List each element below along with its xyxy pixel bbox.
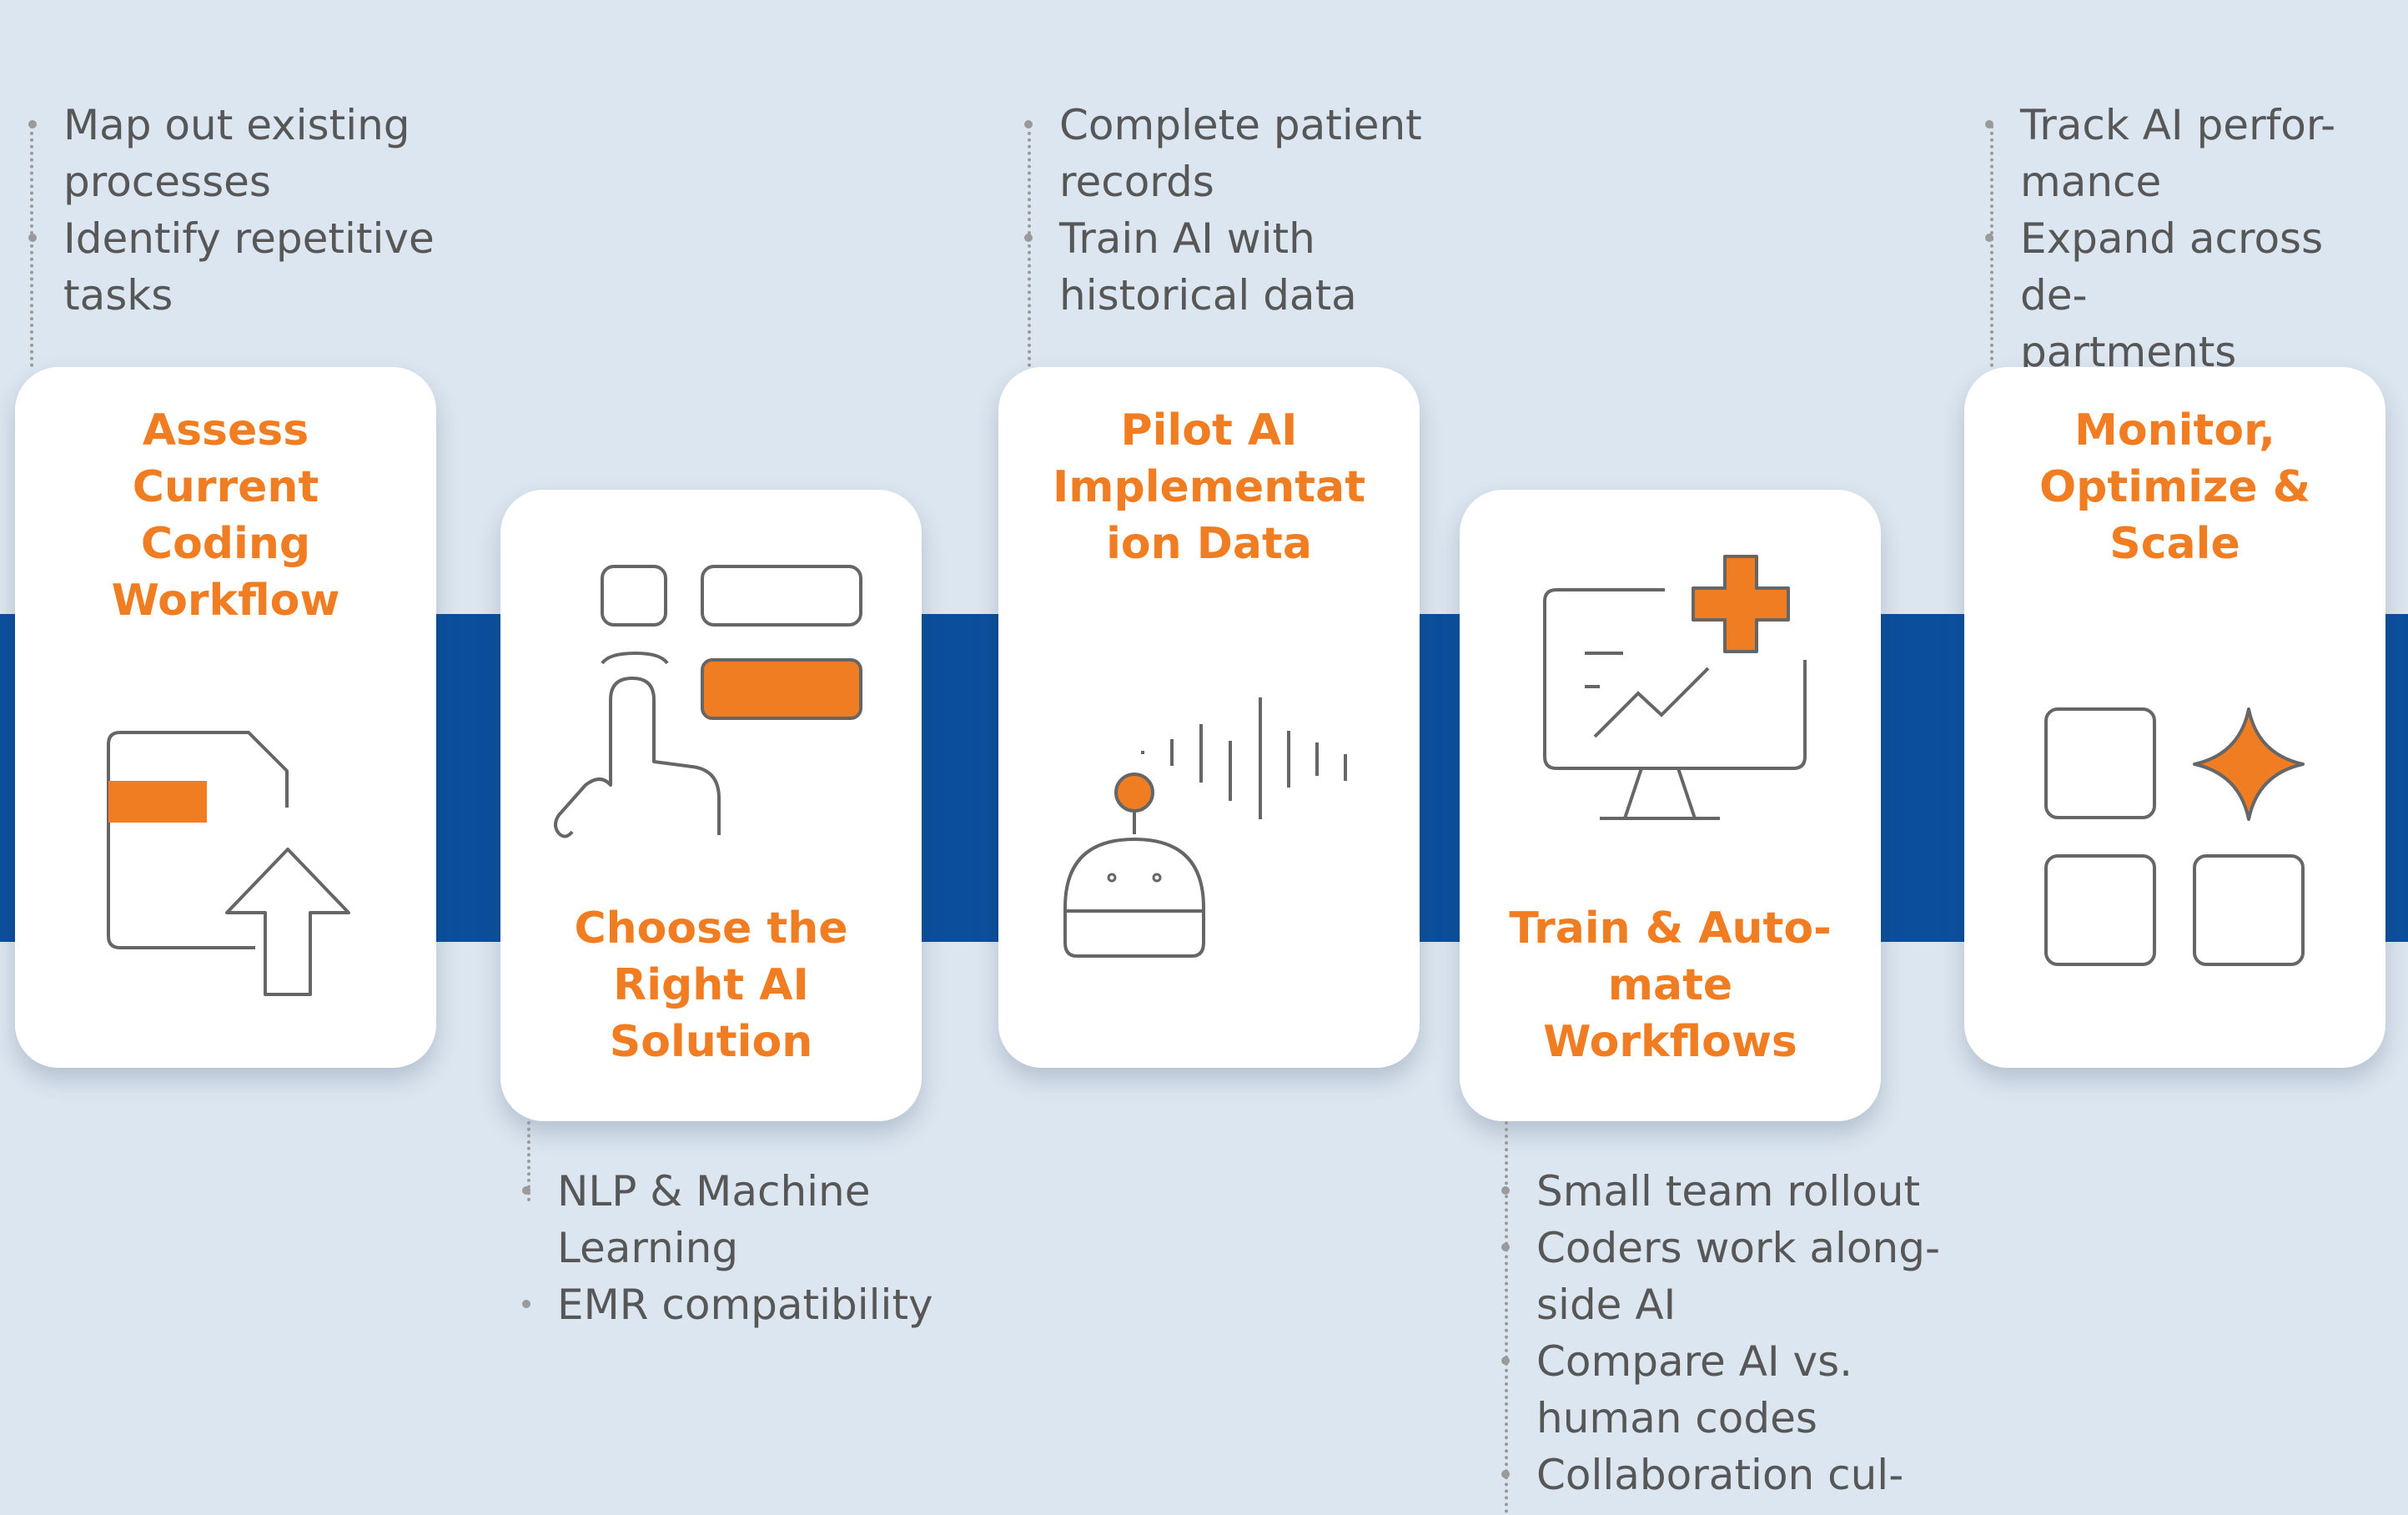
step-card-monitor: Monitor, Optimize & Scale xyxy=(1964,367,2385,1068)
note-item: Complete patient records xyxy=(1024,97,1491,210)
note-item: Collaboration cul- xyxy=(1501,1447,1968,1503)
note-item: NLP & Machine Learning xyxy=(522,1163,989,1276)
step-title: Pilot AI Implementat ion Data xyxy=(1052,405,1366,569)
connector-line xyxy=(30,125,33,367)
touch-select-icon xyxy=(554,565,862,838)
note-item: Coders work along- side AI xyxy=(1501,1220,1968,1333)
note-item: EMR compatibility xyxy=(522,1276,989,1333)
note-item: Identify repetitive tasks xyxy=(28,210,495,324)
document-upload-icon xyxy=(107,731,350,996)
step-title: Train & Auto- mate Workflows xyxy=(1509,903,1832,1067)
step-card-train: Train & Auto- mate Workflows xyxy=(1460,490,1881,1121)
note-item: Expand across de- partments xyxy=(1985,210,2402,380)
connector-line xyxy=(527,1121,530,1201)
monitor-growth-icon xyxy=(1543,555,1807,820)
note-item: Small team rollout xyxy=(1501,1163,1968,1220)
step-title: Choose the Right AI Solution xyxy=(574,903,848,1067)
connector-line xyxy=(1505,1121,1508,1513)
note-item: Track AI perfor- mance xyxy=(1985,97,2402,210)
step-card-pilot: Pilot AI Implementat ion Data xyxy=(998,367,1420,1068)
step-title: Assess Current Coding Workflow xyxy=(111,405,340,626)
step-title: Monitor, Optimize & Scale xyxy=(2039,405,2311,569)
note-item: Map out existing processes xyxy=(28,97,495,210)
step-card-choose: Choose the Right AI Solution xyxy=(500,490,922,1121)
connector-line xyxy=(1990,125,1993,367)
grid-sparkle-icon xyxy=(2044,707,2305,966)
note-item: Train AI with historical data xyxy=(1024,210,1491,324)
note-item: Compare AI vs. human codes xyxy=(1501,1333,1968,1447)
step-card-assess: Assess Current Coding Workflow xyxy=(15,367,436,1068)
connector-line xyxy=(1028,125,1031,367)
robot-voice-icon xyxy=(1063,697,1347,958)
